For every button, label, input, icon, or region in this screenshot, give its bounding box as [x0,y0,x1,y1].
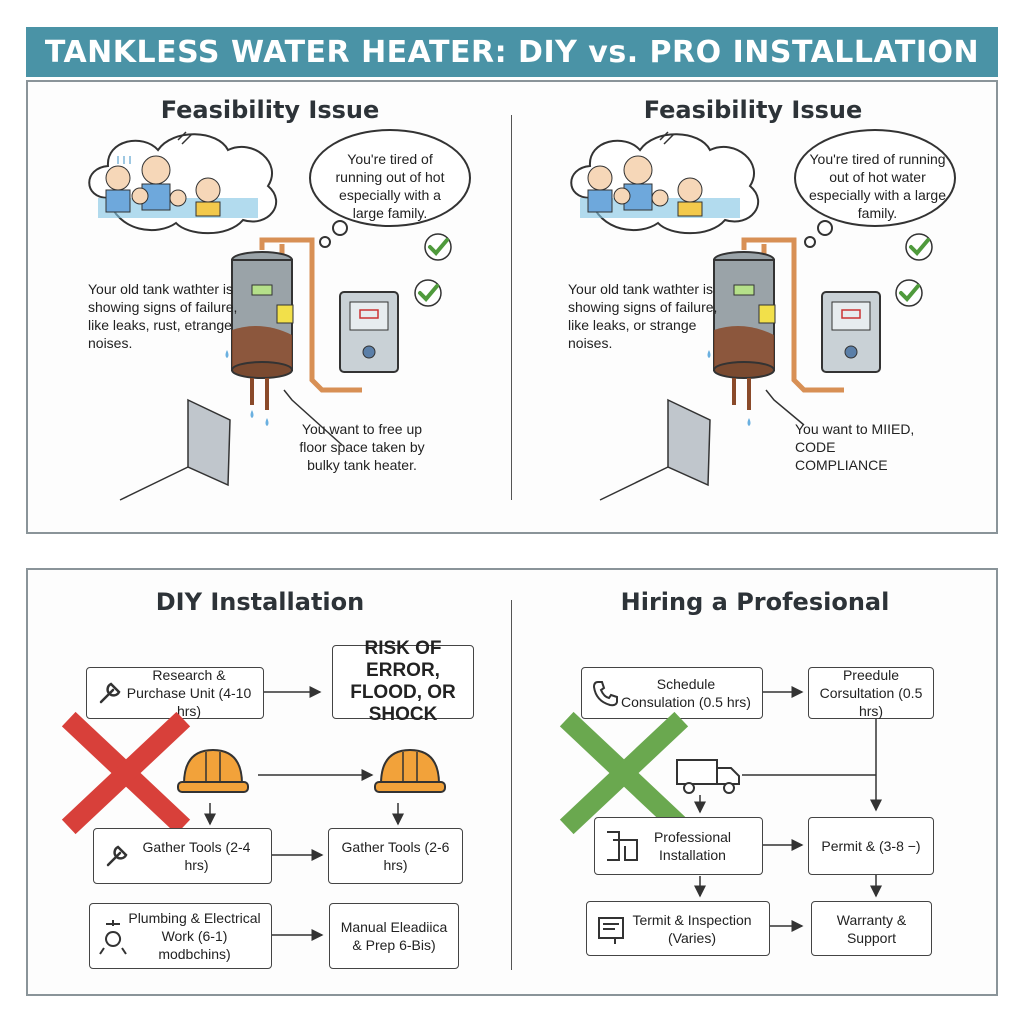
diy-manual-label: Manual Eleadiica & Prep 6-Bis) [340,919,448,953]
top-right-heading: Feasibility Issue [643,96,863,124]
pro-warranty-box: Warranty & Support [811,901,932,956]
top-right-old-tank-note: Your old tank wathter is showing signs o… [568,281,718,351]
diy-risk-box: RISK OF ERROR, FLOOD, OR SHOCK [332,638,474,725]
plumbing-icon [99,920,127,955]
wall-illustration [599,398,711,501]
diy-plumbing-box: Plumbing & Electrical Work (6-1) modbchi… [89,903,272,969]
pro-predule-box: Preedule Corsultation (0.5 hrs) [808,667,934,719]
wrench-icon [106,845,128,867]
diy-plumbing-label: Plumbing & Electrical Work (6-1) modbchi… [128,910,261,962]
speech-cloud-text: You're tired of running out of hot espec… [335,151,445,221]
pro-termit-box: Termit & Inspection (Varies) [586,901,770,956]
pro-schedule-box: Schedule Consulation (0.5 hrs) [581,667,763,719]
diy-manual-box: Manual Eleadiica & Prep 6-Bis) [329,903,459,969]
wall-illustration [119,398,231,501]
pro-install-label: Professional Installation [653,829,732,863]
hardhat-icon [177,748,249,793]
check-icon [905,233,933,261]
water-heater-illustration [225,237,399,446]
check-icon [414,279,442,307]
diy-research-box: Research & Purchase Unit (4-10 hrs) [86,667,264,719]
top-left-old-tank-note: Your old tank wathter is showing signs o… [88,281,238,351]
family-illustration [98,131,258,218]
speech-cloud-text: You're tired of running out of hot water… [809,151,946,221]
diy-risk-label: RISK OF ERROR, FLOOD, OR SHOCK [350,638,456,725]
top-left-floor-space-note: You want to free up floor space taken by… [299,421,425,473]
pro-predule-label: Preedule Corsultation (0.5 hrs) [819,667,923,719]
bottom-divider [511,600,512,970]
truck-icon [676,759,740,794]
diy-heading: DIY Installation [155,588,365,616]
pro-permit-label: Permit & (3-8 −) [821,838,921,854]
pro-schedule-label: Schedule Consulation (0.5 hrs) [621,676,751,710]
inspection-icon [598,916,624,944]
speech-cloud [309,129,471,248]
pro-heading: Hiring a Profesional [620,588,890,616]
top-right-code-note: You want to MIIED, CODE COMPLIANCE [795,421,915,473]
diy-gather-tools-alt-label: Gather Tools (2-6 hrs) [341,839,450,873]
family-thought-cloud [570,131,760,235]
diy-research-label: Research & Purchase Unit (4-10 hrs) [126,667,252,719]
speech-cloud [794,129,956,248]
pro-termit-label: Termit & Inspection (Varies) [632,911,752,946]
family-thought-cloud [88,131,278,235]
wrench-icon [99,682,121,704]
family-illustration [580,131,740,218]
diy-gather-tools-label: Gather Tools (2-4 hrs) [142,839,251,873]
pro-warranty-label: Warranty & Support [836,911,907,946]
top-divider [511,115,512,500]
hardhat-icon [374,748,446,793]
installation-icon [607,831,638,861]
diy-gather-tools-alt-box: Gather Tools (2-6 hrs) [328,828,463,884]
check-icon [424,233,452,261]
water-heater-illustration [707,237,881,426]
diy-gather-tools-box: Gather Tools (2-4 hrs) [93,828,272,884]
green-x-icon [559,711,689,835]
top-left-heading: Feasibility Issue [160,96,380,124]
red-x-icon [61,711,191,835]
check-icon [895,279,923,307]
page-title: TANKLESS WATER HEATER: DIY vs. PRO INSTA… [26,27,998,77]
pro-permit-box: Permit & (3-8 −) [808,817,934,875]
pro-install-box: Professional Installation [594,817,763,875]
phone-icon [592,681,618,707]
